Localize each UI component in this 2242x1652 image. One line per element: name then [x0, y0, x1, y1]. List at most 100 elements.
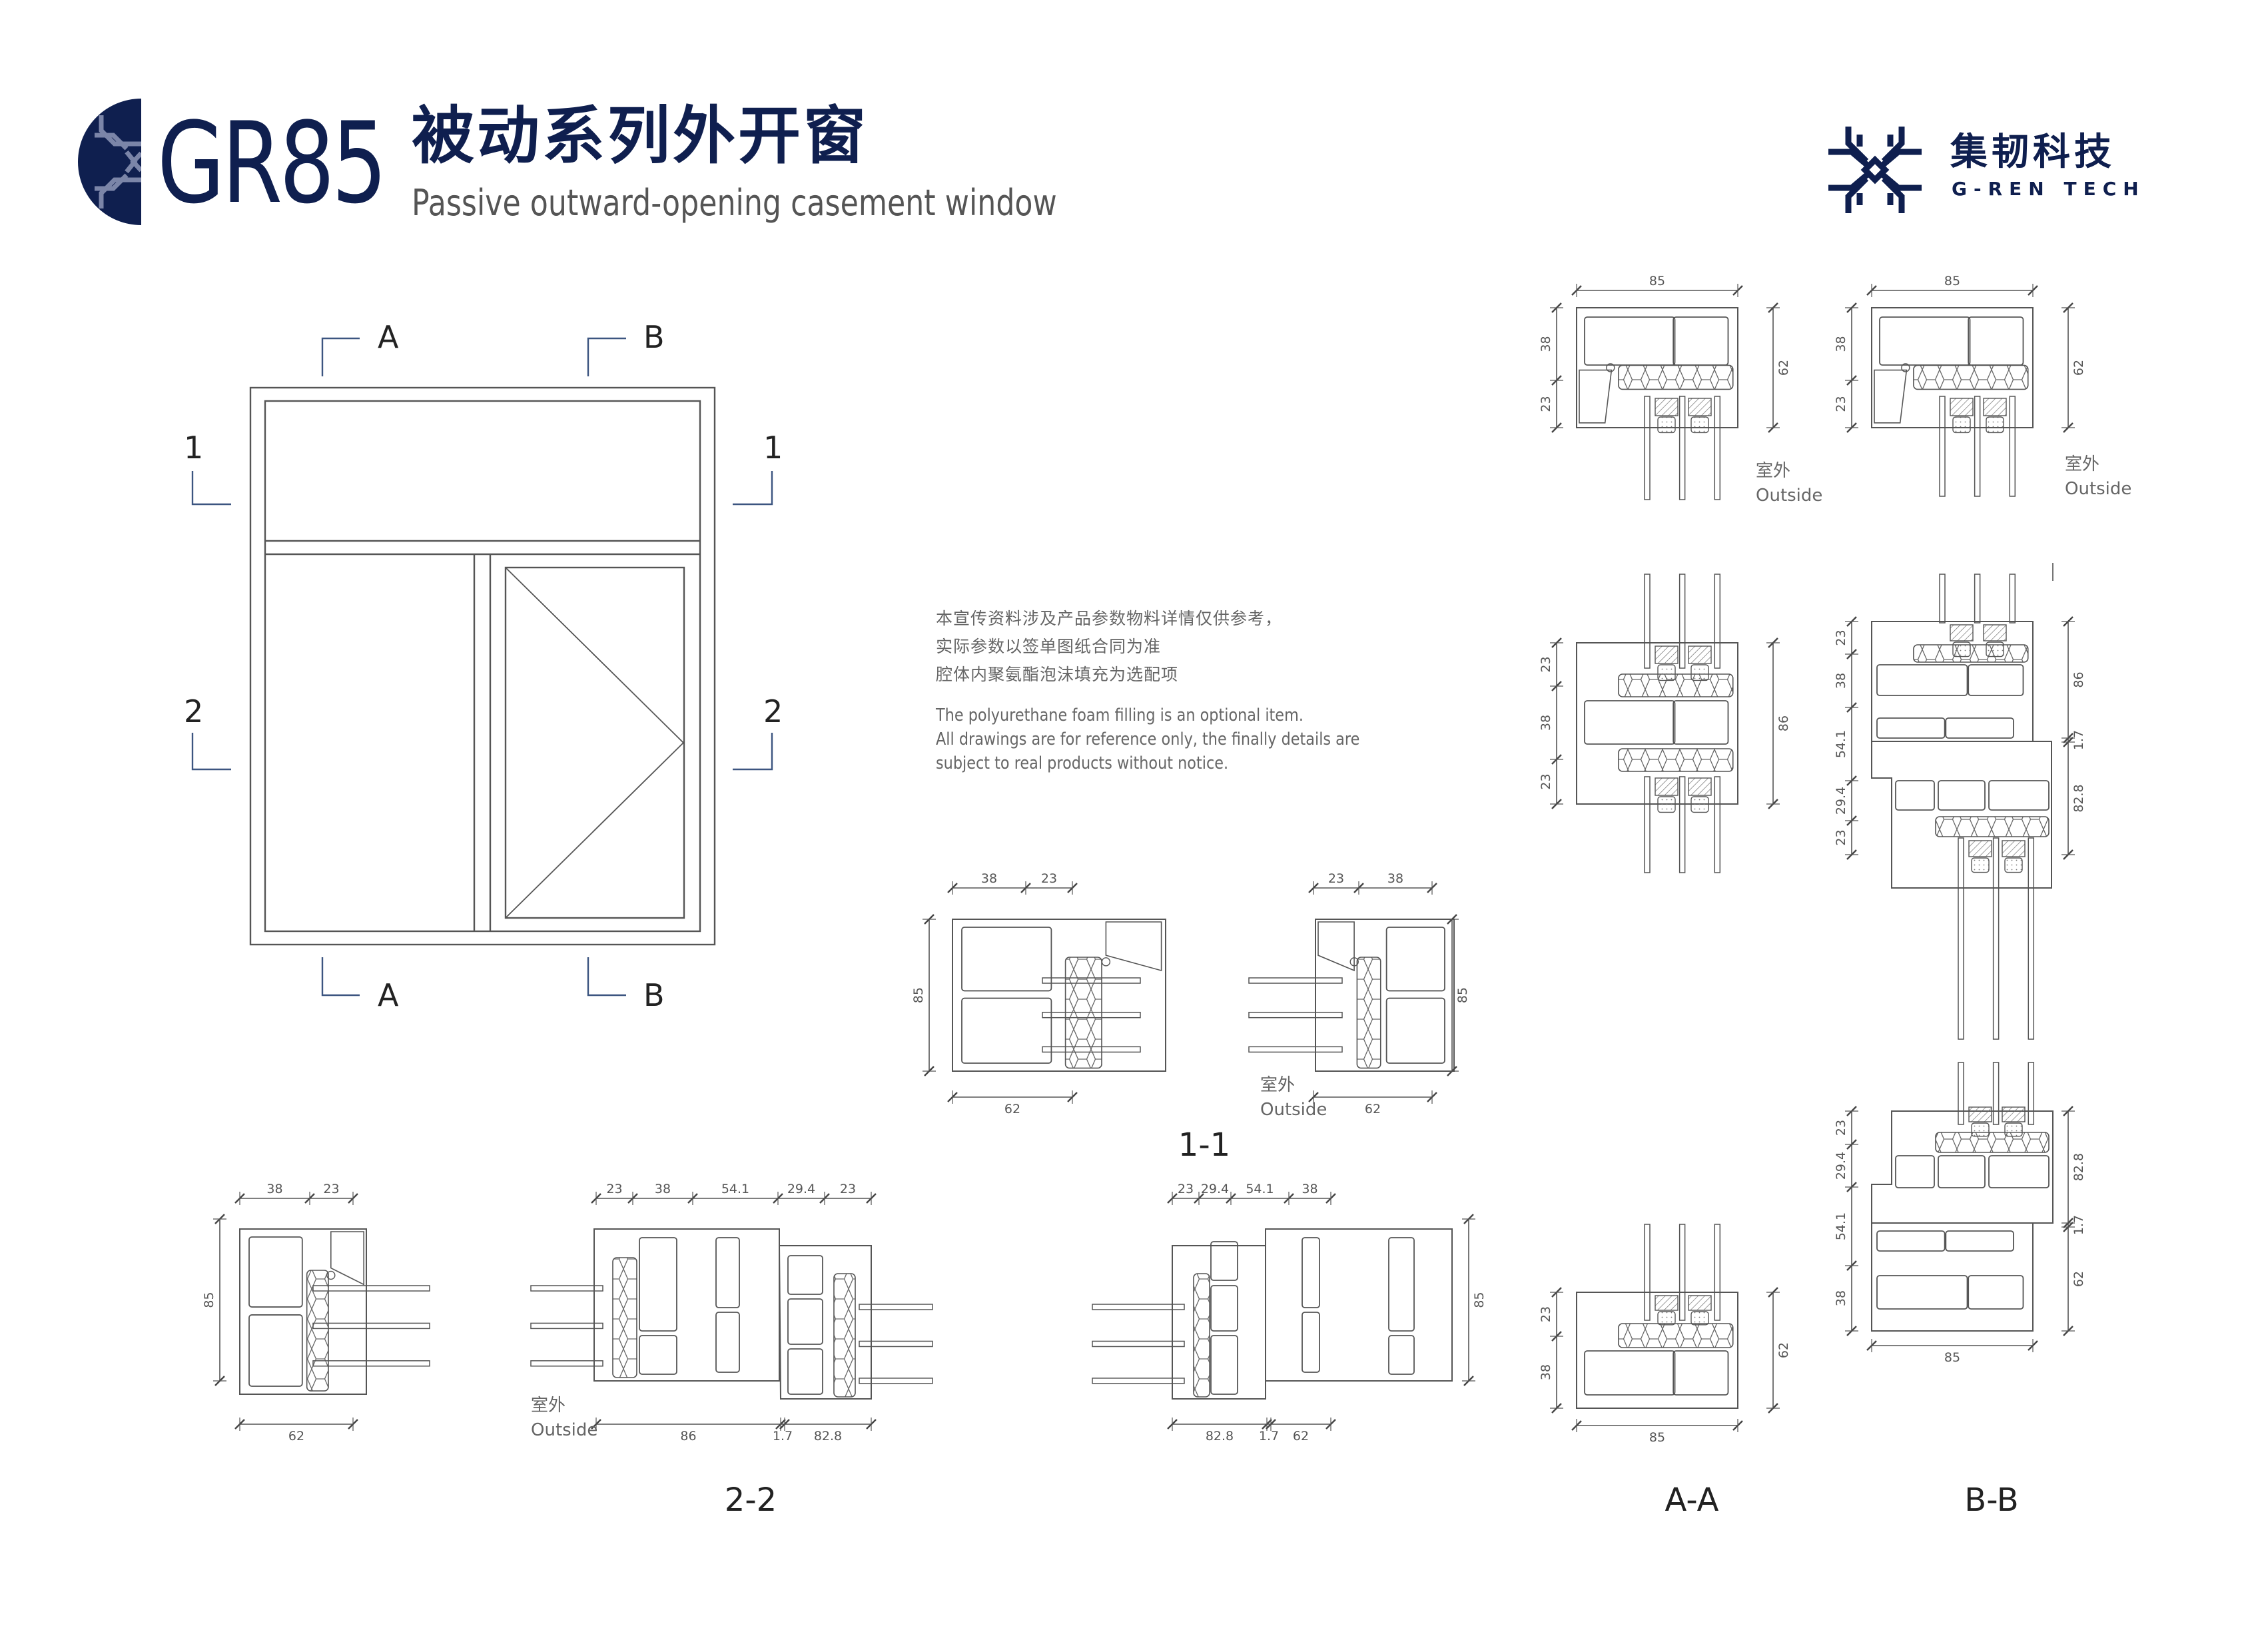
section-mark-b-bottom — [587, 957, 626, 997]
dimension-value: 29.4 — [1834, 787, 1848, 815]
inner-frame — [264, 400, 701, 933]
dimension-value: 38 — [266, 1182, 282, 1196]
dimension-value: 82.8 — [2071, 1153, 2086, 1181]
glass-pane — [1958, 837, 1964, 1040]
glass-pane — [1092, 1378, 1185, 1384]
glazing-bead — [1968, 1106, 1992, 1122]
foam-filling — [1356, 957, 1381, 1069]
frame-chamber — [1879, 316, 1971, 366]
dimension-value: 82.8 — [2071, 784, 2086, 812]
glass-pane — [1714, 776, 1721, 873]
dimension-value: 38 — [1539, 715, 1553, 731]
glass-pane — [1679, 574, 1686, 669]
dimension-value: 23 — [1539, 396, 1553, 412]
gasket-screw — [326, 1270, 336, 1280]
glass-pane — [530, 1322, 603, 1330]
foam-filling — [1618, 1323, 1734, 1348]
glass-pane — [859, 1340, 933, 1348]
dimension-value: 62 — [288, 1429, 304, 1444]
foam-filling — [1618, 673, 1734, 697]
frame-chamber — [1968, 1275, 2024, 1310]
sash-chamber — [1988, 780, 2050, 811]
glass-pane — [2028, 1062, 2035, 1125]
glass-pane — [1714, 1224, 1721, 1321]
frame-outline — [1871, 307, 2034, 428]
note-cn-line: 腔体内聚氨酯泡沫填充为选配项 — [936, 665, 1179, 684]
outside-label-cn: 室外 — [1756, 461, 1790, 481]
glass-pane — [1042, 977, 1141, 984]
dimension-value: 62 — [1293, 1429, 1309, 1444]
section-mark-a-bottom — [321, 957, 360, 997]
warm-edge-spacer — [2004, 1122, 2023, 1137]
dimension-value: 23 — [1834, 829, 1848, 845]
dimension-value: 23 — [1834, 629, 1848, 645]
dimension-value: 23 — [1834, 1120, 1848, 1136]
dimension-value: 23 — [1539, 656, 1553, 672]
glazing-bead — [1983, 624, 2007, 641]
frame-chamber — [715, 1312, 740, 1373]
frame-outline — [952, 919, 1166, 1072]
frame-chamber — [1302, 1312, 1320, 1373]
warm-edge-spacer — [1657, 664, 1676, 681]
section-label-1-right: 1 — [763, 430, 783, 466]
note-en-line: All drawings are for reference only, the… — [936, 729, 1360, 749]
warm-edge-spacer — [1690, 664, 1709, 681]
dimension-value: 23 — [1539, 773, 1553, 789]
frame-chamber — [248, 1236, 303, 1308]
frame-chamber — [1302, 1237, 1320, 1308]
dimension-value: 23 — [1834, 396, 1848, 412]
sash-chamber — [1895, 1155, 1935, 1188]
section-mark-b-top — [587, 337, 626, 376]
glass-pane — [859, 1378, 933, 1384]
dimension-value: 85 — [1944, 274, 1960, 288]
foam-filling — [1618, 748, 1734, 772]
frame-outline — [239, 1228, 367, 1395]
frame-outline — [1265, 1228, 1453, 1382]
brand-name-en: G-REN TECH — [1952, 178, 2145, 200]
disclaimer-notes: 本宣传资料涉及产品参数物料详情仅供参考， 实际参数以签单图纸合同为准 腔体内聚氨… — [936, 605, 1429, 775]
glass-pane — [312, 1360, 430, 1367]
sash-chamber — [1988, 1155, 2050, 1188]
foam-filling — [612, 1257, 637, 1378]
section-b-b-profiles: 85382362233854.129.423861.782.82329.454.… — [1834, 274, 2086, 1365]
dimension-value: 54.1 — [1834, 730, 1848, 758]
frame-chamber — [961, 997, 1052, 1064]
frame-outline — [1871, 1222, 2034, 1332]
dimension-value: 54.1 — [1834, 1212, 1848, 1240]
glass-pane — [1939, 396, 1946, 497]
warm-edge-spacer — [1986, 641, 2004, 657]
glass-pane — [1939, 574, 1946, 623]
section-label-1-left: 1 — [184, 430, 203, 466]
sash-chamber — [1874, 369, 1908, 424]
foam-filling — [1935, 816, 2050, 837]
frame-chamber — [1876, 1230, 1946, 1252]
dimension-value: 85 — [1649, 1430, 1665, 1445]
glazing-bead — [1655, 1295, 1679, 1311]
outside-label-cn: 室外 — [531, 1396, 565, 1416]
dimension-value: 86 — [680, 1429, 696, 1444]
sash-chamber — [1938, 1155, 1986, 1188]
glass-pane — [1644, 1224, 1651, 1321]
mullion-outline — [593, 1228, 780, 1382]
frame-chamber — [1673, 316, 1729, 366]
dimension-value: 62 — [2071, 1271, 2086, 1287]
glass-pane — [1644, 776, 1651, 873]
transom-chamber — [1968, 664, 2024, 696]
dimension-value: 85 — [1455, 987, 1470, 1003]
outside-label-en: Outside — [1260, 1100, 1327, 1120]
dimension-value: 23 — [323, 1182, 339, 1196]
glazing-bead — [1688, 777, 1712, 796]
warm-edge-spacer — [1952, 416, 1971, 434]
glass-pane — [530, 1285, 603, 1292]
frame-chamber — [715, 1237, 740, 1308]
dimension-value: 38 — [1834, 336, 1848, 352]
dimension-value: 1.7 — [2071, 730, 2086, 750]
dimension-value: 82.8 — [814, 1429, 842, 1444]
outside-label-en: Outside — [1756, 486, 1822, 506]
foam-filling — [1913, 364, 2029, 390]
glazing-bead — [1688, 398, 1712, 416]
glass-pane — [1248, 1011, 1343, 1019]
